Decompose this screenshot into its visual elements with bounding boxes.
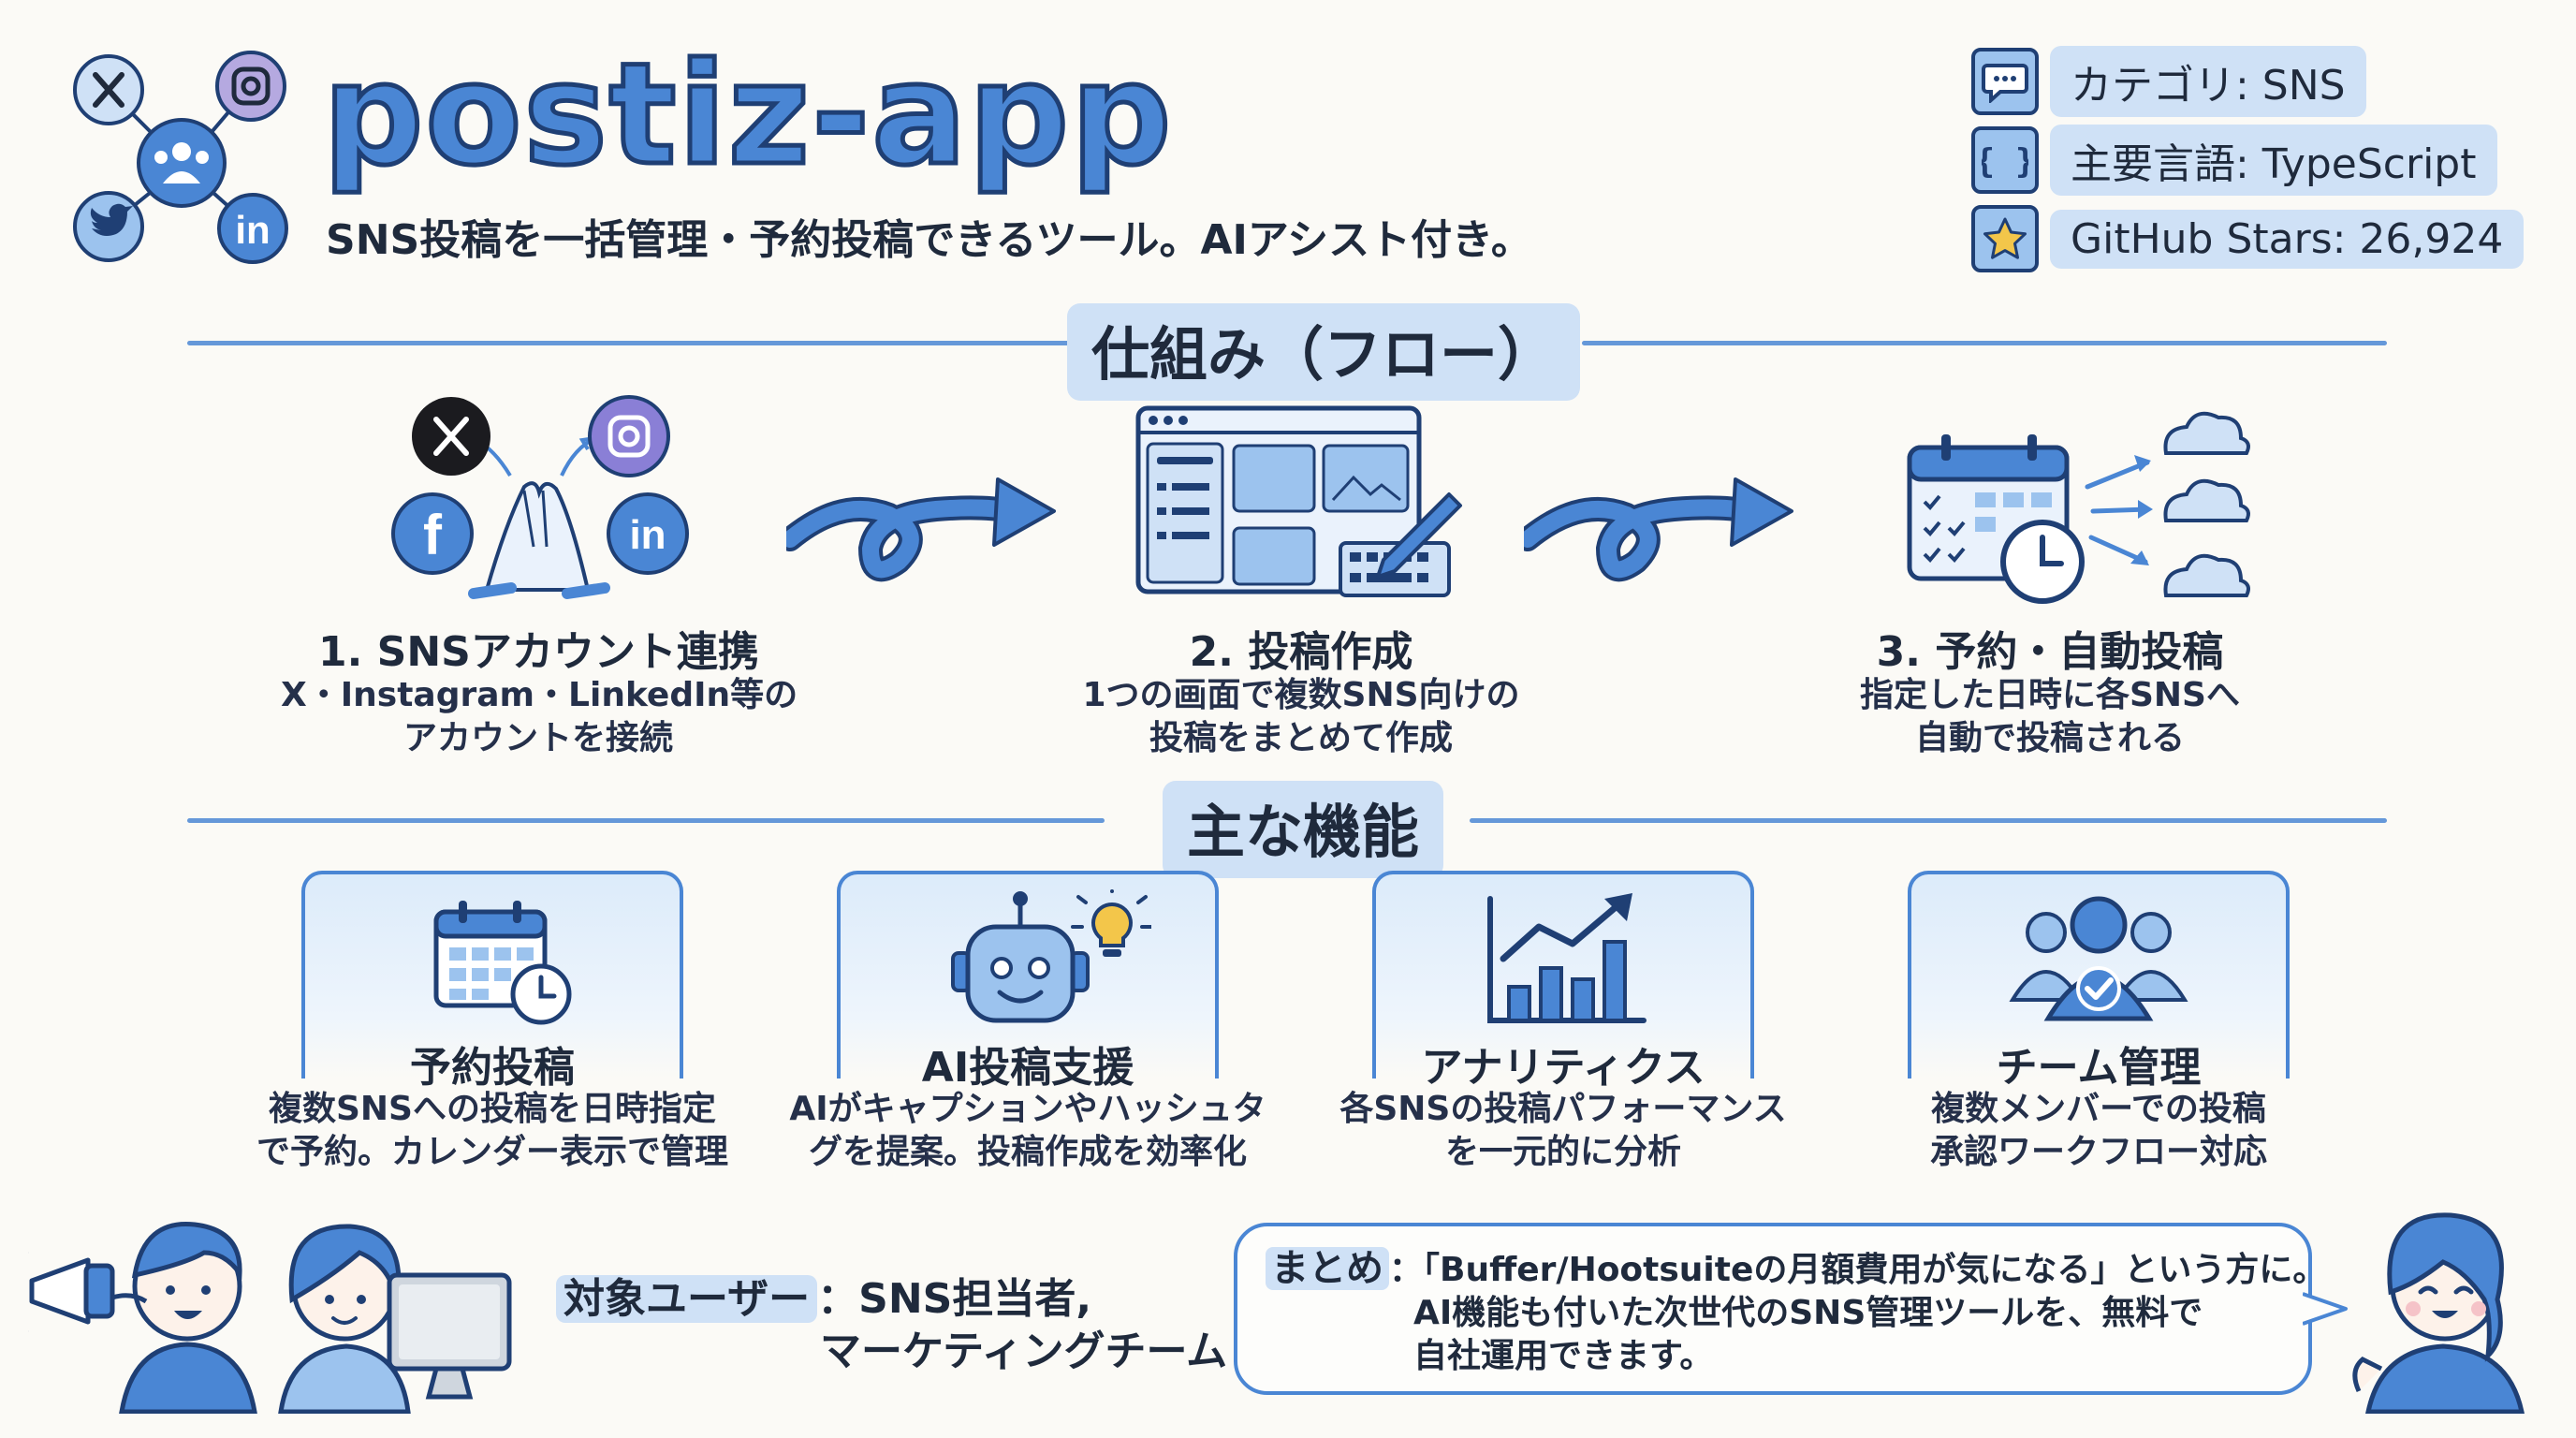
flow-step-1-desc: X・Instagram・LinkedIn等の アカウントを接続 — [281, 674, 798, 760]
code-braces-icon: { } — [1971, 126, 2039, 194]
computer-person-illustration — [271, 1213, 515, 1415]
feature-ai-desc-line1: AIがキャプションやハッシュタ — [789, 1090, 1266, 1128]
flow-section-title: 仕組み（フロー） — [1067, 303, 1581, 401]
app-subtitle: SNS投稿を一括管理・予約投稿できるツール。AIアシスト付き。 — [326, 216, 1532, 264]
summary-box — [1234, 1223, 2312, 1395]
calendar-clouds-icon — [1900, 397, 2256, 612]
features-section-title: 主な機能 — [1163, 781, 1444, 878]
editor-window-icon — [1133, 403, 1470, 609]
feature-team-desc: 複数メンバーでの投稿 承認ワークフロー対応 — [1846, 1088, 2351, 1174]
summary-bubble-tail — [2302, 1290, 2349, 1328]
meta-category-label: カテゴリ: SNS — [2050, 46, 2366, 117]
flow-step-3-desc-line2: 自動で投稿される — [1914, 719, 2185, 757]
meta-language: { } 主要言語: TypeScript — [1971, 125, 2497, 196]
feature-ai-desc-line2: グを提案。投稿作成を効率化 — [808, 1133, 1247, 1171]
robot-lightbulb-icon — [945, 889, 1153, 1030]
flow-step-1-desc-line2: アカウントを接続 — [402, 719, 673, 757]
meta-language-label: 主要言語: TypeScript — [2050, 125, 2497, 196]
twitter-bird-icon — [73, 191, 144, 262]
chat-bubble-icon — [1971, 48, 2039, 115]
target-users-line2: マーケティングチーム — [820, 1328, 1228, 1375]
connect-accounts-icon: f in — [384, 393, 693, 609]
feature-analytics-desc-line2: を一元的に分析 — [1444, 1133, 1681, 1171]
target-users-separator: ： — [817, 1275, 859, 1323]
flow-step-3-name: 3. 予約・自動投稿 — [1876, 628, 2224, 676]
svg-text:{ }: { } — [1982, 142, 2028, 181]
team-check-icon — [2009, 891, 2188, 1022]
feature-analytics-desc-line1: 各SNSの投稿パフォーマンス — [1339, 1090, 1787, 1128]
waving-person-illustration — [2340, 1208, 2555, 1415]
flow-step-2-desc: 1つの画面で複数SNS向けの 投稿をまとめて作成 — [1039, 674, 1563, 760]
summary-line2: AI機能も付いた次世代のSNS管理ツールを、無料で — [1413, 1294, 2203, 1332]
linkedin-logo-icon: in — [217, 193, 288, 264]
flow-step-1-name: 1. SNSアカウント連携 — [318, 628, 759, 676]
flow-step-2-name: 2. 投稿作成 — [1189, 628, 1413, 676]
flow-step-3-desc-line1: 指定した日時に各SNSへ — [1860, 676, 2240, 714]
target-users: 対象ユーザー：SNS担当者, マーケティングチーム — [556, 1273, 1227, 1378]
star-icon — [1971, 205, 2039, 272]
summary-line1: 「Buffer/Hootsuiteの月額費用が気になる」という方に。 — [1423, 1251, 2327, 1289]
feature-scheduling-desc: 複数SNSへの投稿を日時指定 で予約。カレンダー表示で管理 — [240, 1088, 745, 1174]
instagram-logo-icon — [215, 51, 286, 122]
feature-analytics-name: アナリティクス — [1421, 1044, 1705, 1092]
feature-team-desc-line1: 複数メンバーでの投稿 — [1931, 1090, 2266, 1128]
calendar-clock-icon — [431, 897, 580, 1028]
meta-category: カテゴリ: SNS — [1971, 46, 2366, 117]
feature-scheduling-name: 予約投稿 — [410, 1044, 575, 1092]
summary-separator: ： — [1389, 1251, 1424, 1289]
divider-left — [187, 341, 1086, 345]
summary-label: まとめ — [1266, 1247, 1389, 1290]
flow-step-3-desc: 指定した日時に各SNSへ 自動で投稿される — [1797, 674, 2303, 760]
svg-text:in: in — [629, 512, 666, 558]
flow-arrow-2 — [1515, 459, 1795, 590]
logo-cluster: in — [66, 47, 300, 271]
svg-text:in: in — [235, 208, 270, 252]
divider-right — [1582, 341, 2387, 345]
x-logo-icon — [73, 54, 144, 125]
target-users-line1: SNS担当者, — [858, 1275, 1092, 1323]
meta-stars-label: GitHub Stars: 26,924 — [2050, 209, 2525, 269]
flow-step-2-desc-line2: 投稿をまとめて作成 — [1149, 719, 1453, 757]
app-title: postiz-app — [320, 34, 1174, 198]
users-group-icon — [137, 118, 227, 208]
target-users-label: 対象ユーザー — [556, 1275, 818, 1323]
summary-line3: 自社運用できます。 — [1413, 1337, 1714, 1375]
feature-ai-name: AI投稿支援 — [921, 1044, 1134, 1092]
feature-team-name: チーム管理 — [1996, 1044, 2202, 1092]
feature-ai-desc: AIがキャプションやハッシュタ グを提案。投稿作成を効率化 — [775, 1088, 1281, 1174]
feature-scheduling-desc-line2: で予約。カレンダー表示で管理 — [256, 1133, 728, 1171]
divider-left-2 — [187, 818, 1105, 823]
feature-analytics-desc: 各SNSの投稿パフォーマンス を一元的に分析 — [1310, 1088, 1816, 1174]
feature-team-desc-line2: 承認ワークフロー対応 — [1929, 1133, 2267, 1171]
megaphone-person-illustration — [13, 1208, 271, 1415]
flow-step-2-desc-line1: 1つの画面で複数SNS向けの — [1082, 676, 1520, 714]
divider-right-2 — [1470, 818, 2387, 823]
bar-chart-trend-icon — [1481, 889, 1649, 1030]
feature-scheduling-desc-line1: 複数SNSへの投稿を日時指定 — [269, 1090, 716, 1128]
svg-text:f: f — [423, 504, 443, 566]
summary-text: まとめ：「Buffer/Hootsuiteの月額費用が気になる」という方に。 A… — [1266, 1247, 2326, 1378]
flow-step-1-desc-line1: X・Instagram・LinkedIn等の — [281, 676, 798, 714]
meta-stars: GitHub Stars: 26,924 — [1971, 204, 2525, 273]
flow-arrow-1 — [778, 459, 1058, 590]
